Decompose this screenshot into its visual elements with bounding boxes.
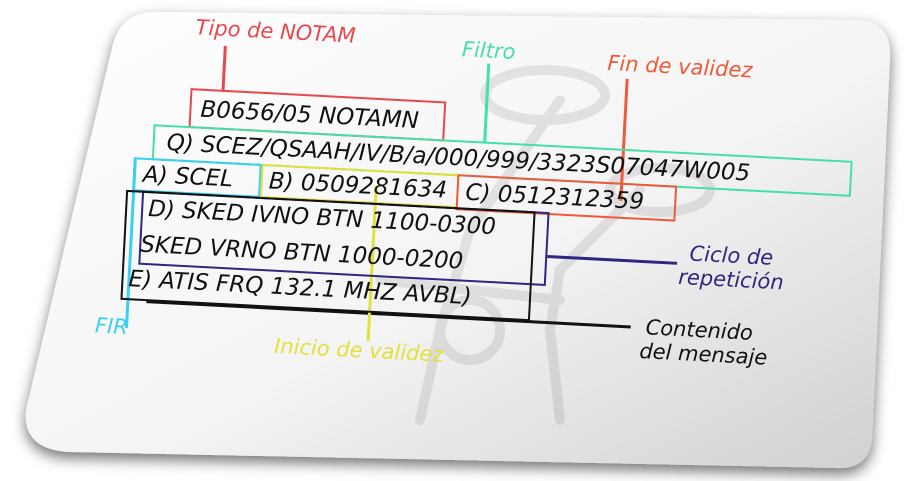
label-ciclo-line-2: repetición	[677, 264, 785, 295]
label-filtro: Filtro	[461, 37, 517, 65]
tipo-connector	[221, 45, 227, 92]
label-ciclo-line-1: Ciclo de	[688, 241, 774, 270]
label-fin-de-validez: Fin de validez	[606, 50, 753, 83]
drone-watermark	[375, 65, 715, 425]
ciclo-connector	[547, 255, 678, 265]
filtro-connector	[483, 63, 491, 144]
label-fir: FIR	[94, 313, 129, 340]
label-contenido-line-2: del mensaje	[638, 338, 768, 370]
notam-field-a: A) SCEL	[142, 161, 234, 193]
card-shape	[25, 11, 891, 469]
label-inicio-de-validez: Inicio de validez	[273, 333, 445, 367]
label-tipo-de-notam: Tipo de NOTAM	[195, 15, 357, 48]
